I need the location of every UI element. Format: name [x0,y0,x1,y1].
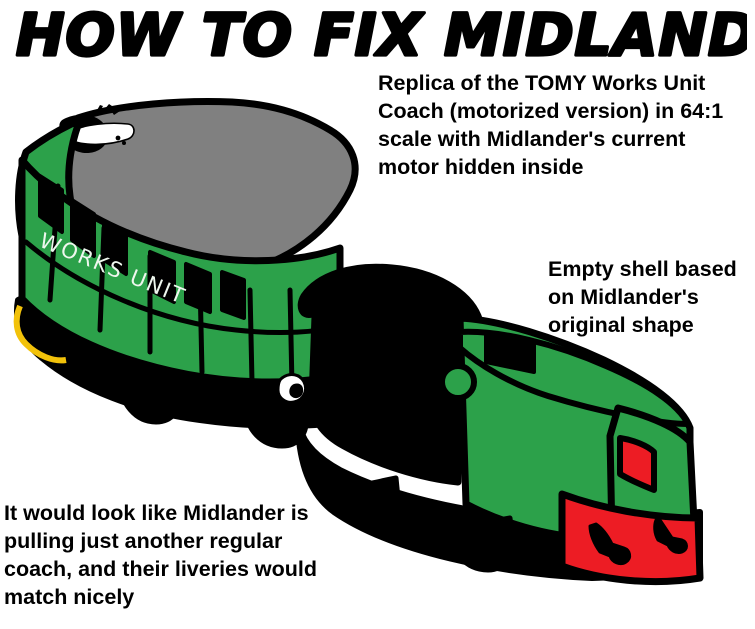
loco-round-detail [439,363,477,401]
loco-buffer-beam [558,490,704,586]
loco-vent-window [484,330,536,374]
midlander-locomotive [295,263,704,586]
loco-side-marker [617,435,657,493]
annotation-liveries: It would look like Midlander is pulling … [4,501,318,609]
coach-wheels [117,369,309,449]
coupling-hook [276,373,308,404]
loco-buffers [588,518,688,566]
annotation-coach: Replica of the TOMY Works Unit Coach (mo… [378,71,724,179]
loco-wheels [337,475,515,573]
works-unit-coach: WORKS UNIT [13,98,359,449]
coach-underframe [14,295,345,429]
coach-end-accent [13,304,67,364]
annotation-shell: Empty shell based on Midlander's origina… [548,257,737,337]
